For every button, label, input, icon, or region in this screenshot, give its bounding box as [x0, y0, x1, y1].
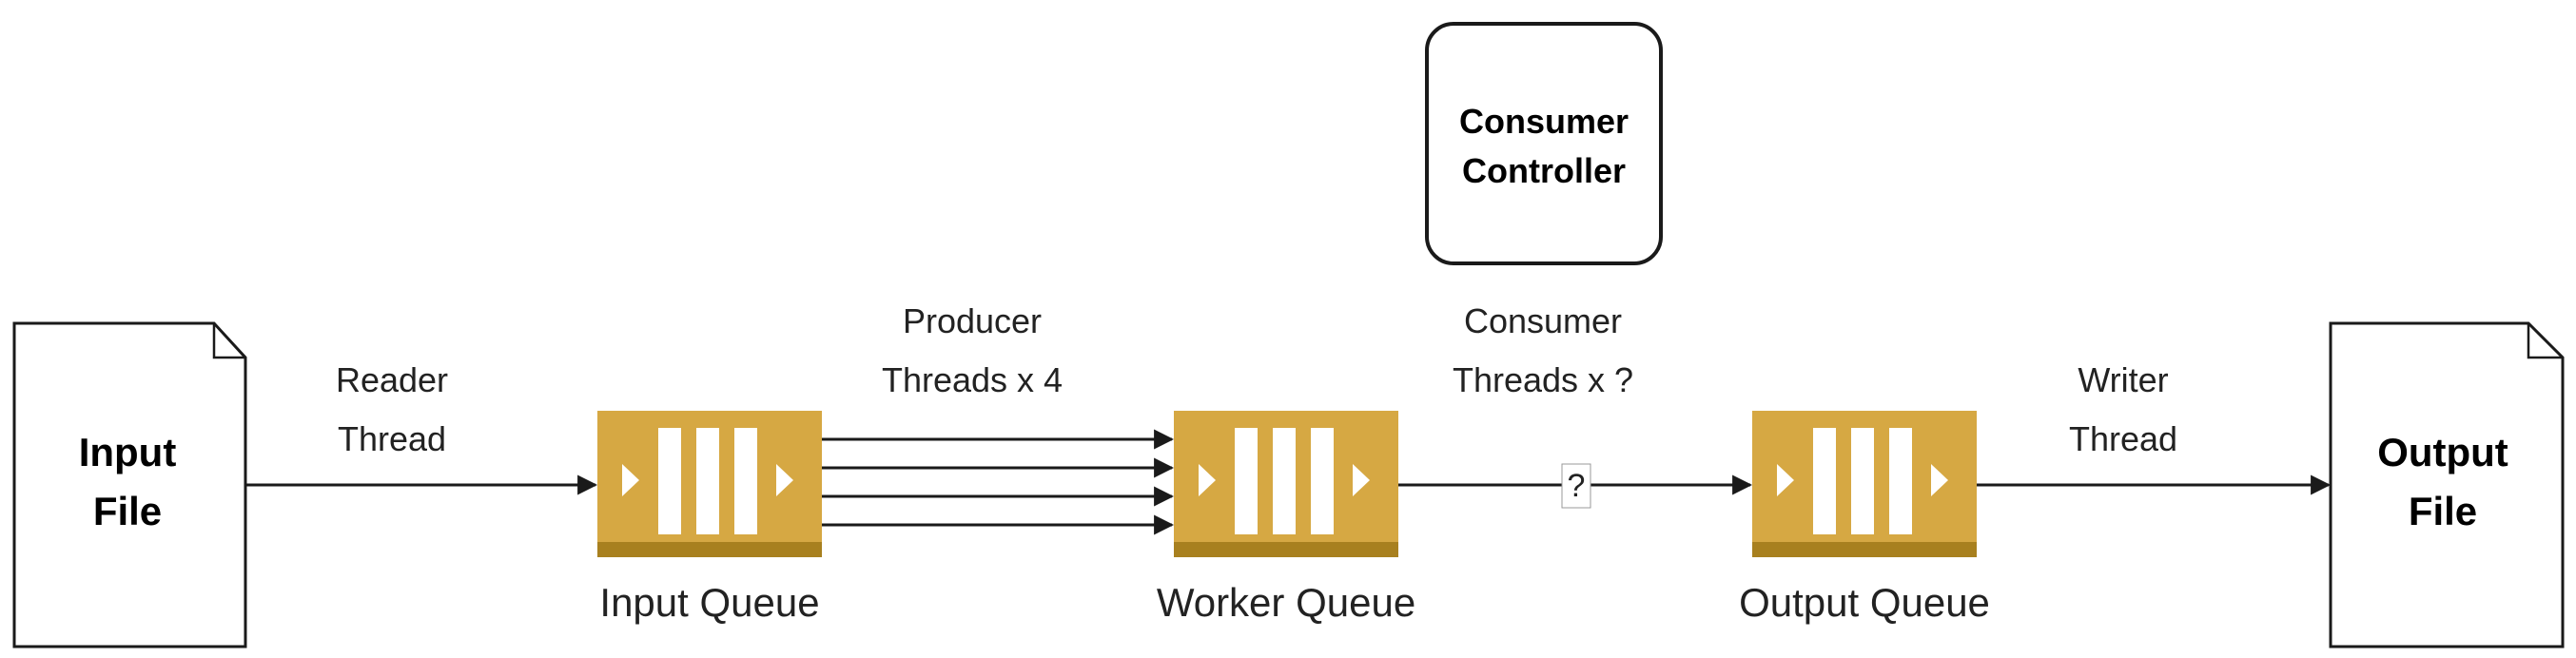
input-queue-node: Input Queue	[597, 411, 822, 625]
reader-thread-edge: Reader Thread	[245, 360, 598, 495]
output-queue-node: Output Queue	[1739, 411, 1990, 625]
consumer-threads-label-line1: Consumer	[1464, 301, 1622, 340]
producer-threads-edge: Producer Threads x 4	[822, 301, 1175, 535]
producer-threads-label-line1: Producer	[903, 301, 1042, 340]
output-queue-label: Output Queue	[1739, 580, 1990, 625]
input-file-label-line1: Input	[79, 430, 177, 474]
worker-queue-node: Worker Queue	[1157, 411, 1415, 625]
reader-thread-label-line2: Thread	[338, 419, 446, 458]
worker-queue-label: Worker Queue	[1157, 580, 1415, 625]
input-file-label-line2: File	[93, 489, 162, 533]
consumer-threads-question-mark: ?	[1568, 468, 1586, 504]
output-file-node: Output File	[2329, 321, 2565, 648]
consumer-threads-edge: ? Consumer Threads x ?	[1398, 301, 1753, 509]
input-queue-label: Input Queue	[599, 580, 819, 625]
reader-thread-label-line1: Reader	[336, 360, 448, 399]
writer-thread-label-line2: Thread	[2069, 419, 2177, 458]
consumer-threads-label-line2: Threads x ?	[1453, 360, 1633, 399]
consumer-controller-node: Consumer Controller	[1425, 22, 1663, 265]
writer-thread-label-line1: Writer	[2078, 360, 2168, 399]
producer-threads-label-line2: Threads x 4	[882, 360, 1063, 399]
output-file-label-line1: Output	[2377, 430, 2508, 474]
input-file-node: Input File	[12, 321, 247, 648]
output-file-label-line2: File	[2409, 489, 2477, 533]
consumer-controller-line2: Controller	[1462, 151, 1626, 190]
writer-thread-edge: Writer Thread	[1977, 360, 2332, 495]
consumer-controller-line1: Consumer	[1459, 102, 1629, 141]
